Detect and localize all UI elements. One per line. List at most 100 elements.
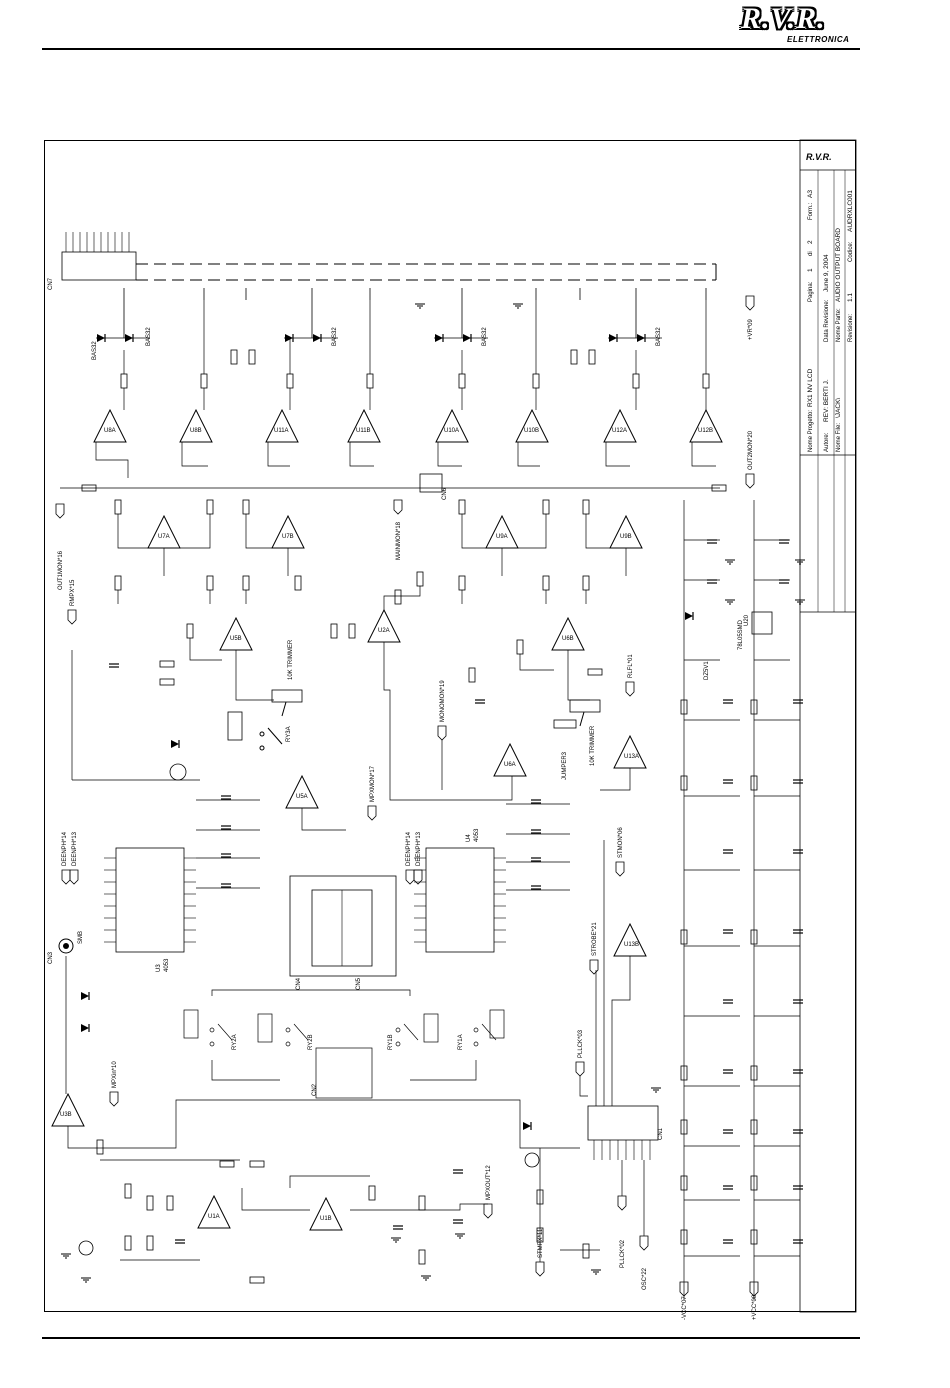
resistor-r36 — [159, 660, 175, 668]
port-stmon — [615, 861, 625, 877]
amp-label-u10a: U10A — [444, 428, 459, 434]
port-deenph2 — [61, 869, 71, 885]
rev-value: 1.1 — [847, 293, 854, 302]
resistor-r48 — [120, 373, 128, 389]
amp-label-u6a: U6A — [504, 762, 516, 768]
diode-d1 — [80, 1023, 90, 1033]
author-label: Autore: — [824, 432, 830, 452]
port-mpxin — [109, 1091, 119, 1107]
cn3-label: CN3 — [48, 951, 54, 964]
cn2-label: CN2 — [312, 1083, 318, 1096]
connector-cn1: CN1 — [587, 1105, 664, 1160]
port-mpxin-label: MPXin*10 — [112, 1061, 118, 1088]
amp-label-u1a: U1A — [208, 1214, 220, 1220]
port-pllck2 — [617, 1195, 627, 1211]
resistor-r44 — [242, 499, 250, 515]
file-value: \JACK\ — [835, 398, 842, 418]
regulator-u20: 78L05SMD U20 DZ5V1 — [684, 611, 773, 680]
u3-type: 4053 — [164, 958, 170, 972]
amp-label-u10b: U10B — [524, 428, 539, 434]
opamp-u10a — [435, 409, 469, 443]
diode-type-1: BAS32 — [92, 341, 98, 360]
opamp-u1b — [309, 1197, 343, 1231]
resistor-r50 — [230, 349, 238, 365]
resistor-r37 — [186, 623, 194, 639]
switch-u4: U4 4053 — [414, 828, 506, 953]
opamp-u12b — [689, 409, 723, 443]
opamp-u11b — [347, 409, 381, 443]
resistor-r72 — [542, 575, 550, 591]
amp-label-u2a: U2A — [378, 628, 390, 634]
amp-label-u6b: U6B — [562, 636, 574, 642]
opamp-u9b — [609, 515, 643, 549]
amp-label-u12a: U12A — [612, 428, 627, 434]
trimmer-r59: 10K TRIMMER — [569, 699, 601, 766]
port-out2mon — [745, 473, 755, 489]
resistor-r80 — [702, 373, 710, 389]
port-deenph2b-label: DEENPH*14 — [406, 831, 412, 866]
resistor-r79 — [632, 373, 640, 389]
port-pllck — [575, 1061, 585, 1077]
file-label: Nome File: — [836, 423, 842, 452]
port-deenph1 — [69, 869, 79, 885]
port-osc-label: OSC*22 — [642, 1267, 648, 1290]
opamp-u7a — [147, 515, 181, 549]
diode-type-3: BAS32 — [332, 327, 338, 346]
port-vcc07-label: -VCC*07 — [682, 1296, 688, 1320]
amp-label-u11a: U11A — [274, 428, 289, 434]
cn7-bus — [136, 263, 716, 281]
header-rule — [42, 48, 860, 50]
switch-u3: U3 4053 — [104, 847, 196, 972]
port-monomon — [437, 725, 447, 741]
diode-d2 — [80, 991, 90, 1001]
resistor-r78 — [588, 349, 596, 365]
resistor-r63 — [587, 668, 603, 676]
amp-label-u5b: U5B — [230, 636, 242, 642]
mainmon-section: CN6 MAINMON*18 U2A — [330, 473, 448, 720]
project-label: Nome Progetto: — [808, 410, 814, 452]
logo-subtitle: ELETTRONICA — [787, 35, 850, 44]
amp-label-u9b: U9B — [620, 534, 632, 540]
resistor-r53 — [366, 373, 374, 389]
resistor-r64b — [468, 667, 476, 683]
resistor-r76 — [532, 373, 540, 389]
u4-label: U4 — [466, 834, 472, 842]
opamp-u8b — [179, 409, 213, 443]
amp-label-u9a: U9A — [496, 534, 508, 540]
footer-rule — [42, 1337, 860, 1339]
cn1-wiring — [579, 840, 645, 1236]
port-out1mon — [55, 503, 65, 519]
regulator-label: 78L05SMD — [738, 619, 744, 650]
port-deenph1-label: DEENPH*13 — [72, 831, 78, 866]
card-value: AUDIO OUTPUT BOARD — [835, 228, 842, 302]
opamp-u8a — [93, 409, 127, 443]
port-mpxout-label: MPXOUT*12 — [486, 1165, 492, 1200]
resistor-r65 — [516, 639, 524, 655]
of-value: 2 — [807, 240, 814, 244]
port-monomon-label: MONOMON*19 — [440, 680, 446, 722]
capacitor-c15 — [108, 663, 120, 668]
opamp-u7b — [271, 515, 305, 549]
resistor-r57 — [416, 571, 424, 587]
page-value: 1 — [807, 268, 814, 272]
input-wiring — [65, 956, 600, 1262]
port-vcc08-label: +VCC*08 — [752, 1294, 758, 1320]
port-pllck2-label: PLLCK*02 — [620, 1239, 626, 1268]
amp-label-u7a: U7A — [158, 534, 170, 540]
connector-cn4-cn5: CN4 CN5 — [289, 875, 397, 990]
jumper-label: JUMPER3 — [562, 751, 568, 780]
relay-ry3a: RY3A — [169, 711, 292, 781]
port-mpxout — [483, 1203, 493, 1219]
port-mainmon-label: MAINMON*18 — [396, 521, 402, 560]
opamp-u6b — [551, 617, 585, 651]
port-stmpx-label: STMPX*11 — [538, 1228, 544, 1258]
port-vr — [745, 295, 755, 311]
resistor-r71 — [458, 575, 466, 591]
port-strobe-label: STROBE*21 — [592, 922, 598, 956]
code-value: AUDRXLC001 — [847, 190, 854, 232]
opamp-u11a — [265, 409, 299, 443]
resistor-r38 — [206, 575, 214, 591]
amp-label-u12b: U12B — [698, 428, 713, 434]
resistor-r75 — [458, 373, 466, 389]
